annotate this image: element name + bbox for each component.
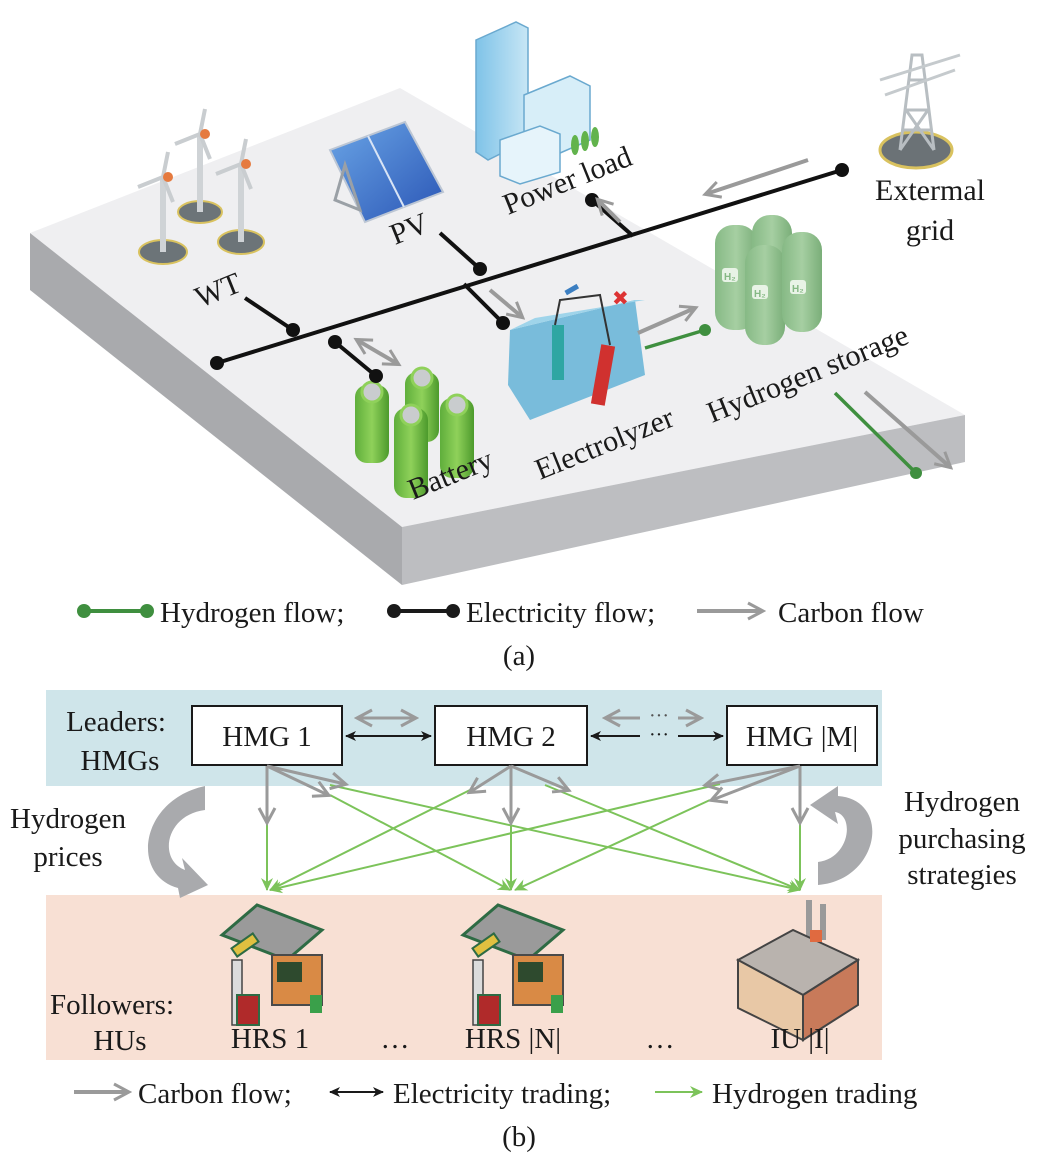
- wind-turbine-icon: [137, 108, 265, 265]
- legend-hydrogen-trading-label: Hydrogen trading: [712, 1078, 917, 1110]
- battery-icon: [355, 366, 474, 498]
- legend-hydrogen-flow-symbol: [77, 604, 154, 618]
- followers-label-1: Followers:: [50, 989, 174, 1021]
- electricity-bus: [216, 168, 843, 378]
- h2-badge: H₂: [792, 284, 804, 295]
- followers-ellipsis-2: …: [646, 1023, 675, 1055]
- legend-electricity-flow-symbol: [387, 604, 460, 618]
- purchasing-label-1: Hydrogen: [904, 786, 1020, 818]
- hydrogen-prices-label-1: Hydrogen: [10, 803, 126, 835]
- hmg-2-box[interactable]: [434, 705, 588, 766]
- leaders-label-2: HMGs: [81, 745, 160, 777]
- platform-top: [30, 88, 965, 527]
- platform-left-side: [30, 233, 402, 585]
- legend-electricity-flow-label: Electricity flow;: [466, 597, 655, 629]
- buildings-icon: [475, 21, 599, 185]
- h2-badge: H₂: [724, 272, 736, 283]
- legend-hydrogen-flow-label: Hydrogen flow;: [160, 597, 344, 629]
- hrs-1-label: HRS 1: [231, 1023, 309, 1055]
- panel-a: H₂ H₂ H₂ ✖: [30, 21, 985, 672]
- followers-ellipsis-1: …: [381, 1023, 410, 1055]
- transmission-tower-icon: [878, 53, 961, 170]
- purchasing-strategies-curved-arrow: [810, 786, 873, 885]
- label-external-grid-2: grid: [906, 214, 954, 247]
- hydrogen-refueling-station-icon: [219, 903, 325, 1026]
- panel-b: Leaders: HMGs HMG 1 HMG 2 HMG |M| ··· ··…: [10, 690, 1026, 1153]
- electrolyzer-icon: ✖: [508, 283, 645, 420]
- legend-carbon-flow-label: Carbon flow: [778, 597, 924, 629]
- hmg-1-label: HMG 1: [222, 721, 311, 753]
- caption-a: (a): [503, 640, 535, 672]
- caption-b: (b): [502, 1121, 536, 1153]
- hrs-n-label: HRS |N|: [465, 1023, 561, 1055]
- carbon-flow-arrows: [267, 764, 800, 822]
- followers-label-2: HUs: [93, 1025, 146, 1057]
- electricity-ellipsis: ···: [649, 724, 669, 746]
- hydrogen-refueling-station-icon: [460, 903, 566, 1026]
- hmg-1-box[interactable]: [191, 705, 343, 766]
- h2-badge: H₂: [754, 289, 766, 300]
- legend-b: Carbon flow; Electricity trading; Hydrog…: [74, 1078, 917, 1110]
- platform-right-side: [402, 415, 965, 585]
- solar-panel-icon: [328, 120, 445, 224]
- purchasing-label-2: purchasing: [898, 823, 1025, 855]
- hydrogen-tanks-icon: H₂ H₂ H₂: [715, 215, 822, 345]
- hydrogen-trading-arrows: [261, 770, 806, 894]
- leaders-label-1: Leaders:: [66, 706, 166, 738]
- carbon-ellipsis: ···: [649, 705, 669, 727]
- label-external-grid-1: Extermal: [875, 174, 985, 207]
- hmg-m-label: HMG |M|: [746, 721, 858, 753]
- factory-icon: [735, 900, 861, 1042]
- svg-text:✖: ✖: [612, 288, 629, 310]
- hmg-m-box[interactable]: [726, 705, 878, 766]
- hydrogen-prices-label-2: prices: [33, 841, 102, 873]
- legend-a: Hydrogen flow; Electricity flow; Carbon …: [77, 597, 924, 629]
- legend-electricity-trading-label: Electricity trading;: [393, 1078, 611, 1110]
- hydrogen-flow: [644, 328, 918, 475]
- carbon-flow: [357, 158, 950, 467]
- hydrogen-prices-curved-arrow: [147, 786, 208, 898]
- iu-i-label: IU |I|: [770, 1023, 829, 1055]
- hmg-2-label: HMG 2: [466, 721, 555, 753]
- hydrogen-node: [699, 324, 922, 479]
- purchasing-label-3: strategies: [907, 859, 1017, 891]
- legend-carbon-flow-label: Carbon flow;: [138, 1078, 292, 1110]
